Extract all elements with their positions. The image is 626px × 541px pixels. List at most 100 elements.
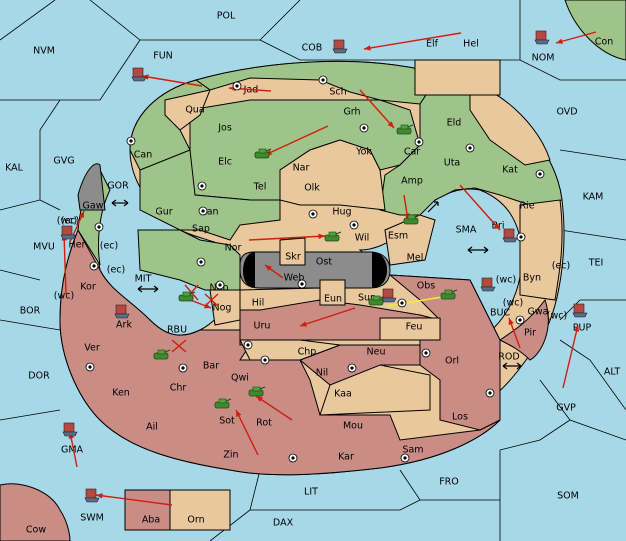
province-label-zin[interactable]: Zin (223, 450, 238, 461)
sea-label-nvm[interactable]: NVM (33, 46, 55, 57)
sea-label-gvp[interactable]: GVP (556, 403, 576, 414)
sea-label-rbu[interactable]: RBU (167, 325, 187, 336)
province-label-car[interactable]: Car (404, 147, 420, 158)
province-label-tel[interactable]: Tel (253, 182, 267, 193)
fleet-unit-icon[interactable] (502, 228, 518, 243)
army-unit-icon[interactable] (153, 349, 171, 360)
province-label-pup[interactable]: PUP (573, 323, 592, 334)
province-label-esm[interactable]: Esm (388, 231, 408, 242)
province-label-gma[interactable]: GMA (61, 445, 84, 456)
army-unit-icon[interactable] (396, 124, 414, 135)
province-label-kat[interactable]: Kat (502, 165, 518, 176)
sea-label-fun[interactable]: FUN (153, 51, 173, 62)
sea-label-dor[interactable]: DOR (28, 371, 50, 382)
sea-label-gor[interactable]: GOR (107, 181, 129, 192)
province-label-kar[interactable]: Kar (338, 452, 354, 463)
sea-label-tei[interactable]: TEI (588, 258, 604, 269)
province-label-chr[interactable]: Chr (170, 383, 187, 394)
sea-label-pol[interactable]: POL (217, 11, 236, 22)
fleet-unit-icon[interactable] (572, 303, 588, 318)
army-unit-icon[interactable] (403, 214, 421, 225)
province-label-byn[interactable]: Byn (523, 273, 541, 284)
province-label-ark[interactable]: Ark (116, 320, 132, 331)
province-label-can[interactable]: Can (134, 150, 152, 161)
province-label-skr[interactable]: Skr (285, 252, 301, 263)
province-label-her[interactable]: Her (69, 240, 86, 251)
province-label-mou[interactable]: Mou (343, 421, 363, 432)
province-label-rie[interactable]: Rie (519, 201, 534, 212)
province-label-sun[interactable]: Sun (358, 293, 376, 304)
province-label-mel[interactable]: Mel (407, 253, 424, 264)
sea-label-nom[interactable]: NOM (532, 53, 555, 64)
sea-label-sma[interactable]: SMA (456, 225, 477, 236)
fleet-unit-icon[interactable] (84, 488, 100, 503)
sea-label-fro[interactable]: FRO (439, 477, 459, 488)
sea-label-som[interactable]: SOM (557, 491, 579, 502)
army-unit-icon[interactable] (178, 291, 196, 302)
province-label-hil[interactable]: Hil (252, 298, 264, 309)
sea-label-alt[interactable]: ALT (604, 367, 620, 378)
province-label-jos[interactable]: Jos (217, 123, 232, 134)
province-label-amp[interactable]: Amp (401, 176, 423, 187)
province-label-sch[interactable]: Sch (329, 87, 346, 98)
sea-label-mvu[interactable]: MVU (33, 242, 55, 253)
sea-label-kal[interactable]: KAL (5, 163, 24, 174)
province-label-hel[interactable]: Hel (463, 39, 479, 50)
province-label-nog[interactable]: Nog (213, 303, 232, 314)
sea-label-lit[interactable]: LIT (304, 487, 318, 498)
province-label-sam[interactable]: Sam (402, 445, 423, 456)
army-unit-icon[interactable] (324, 231, 342, 242)
province-label-ken[interactable]: Ken (112, 388, 130, 399)
province-label-eld[interactable]: Eld (447, 118, 462, 129)
fleet-unit-icon[interactable] (62, 422, 78, 437)
province-label-elc[interactable]: Elc (218, 157, 232, 168)
sea-label-gvg[interactable]: GVG (53, 156, 74, 167)
sea-label-rod[interactable]: ROD (498, 352, 519, 363)
fleet-unit-icon[interactable] (60, 225, 76, 240)
province-label-nil[interactable]: Nil (316, 368, 328, 379)
province-label-qwi[interactable]: Qwi (231, 373, 249, 384)
province-label-bar[interactable]: Bar (203, 361, 219, 372)
province-label-grh[interactable]: Grh (343, 107, 360, 118)
sea-label-swm[interactable]: SWM (80, 513, 104, 524)
province-label-gaw[interactable]: Gaw (83, 201, 104, 212)
province-label-pir[interactable]: Pir (524, 328, 536, 339)
province-label-elf[interactable]: Elf (426, 39, 439, 50)
army-unit-icon[interactable] (254, 148, 272, 159)
province-label-feu[interactable]: Feu (406, 322, 423, 333)
province-label-gur[interactable]: Gur (155, 207, 172, 218)
fleet-unit-icon[interactable] (534, 30, 550, 45)
province-label-olk[interactable]: Olk (304, 183, 320, 194)
province-label-los[interactable]: Los (452, 412, 468, 423)
province-label-aba[interactable]: Aba (142, 515, 160, 526)
army-unit-icon[interactable] (214, 398, 232, 409)
province-label-rot[interactable]: Rot (256, 418, 272, 429)
fleet-unit-icon[interactable] (131, 67, 147, 82)
province-label-web[interactable]: Web (284, 273, 305, 284)
province-label-yok[interactable]: Yok (355, 147, 372, 158)
army-unit-icon[interactable] (440, 289, 458, 300)
sea-label-ovd[interactable]: OVD (556, 107, 577, 118)
province-label-ost[interactable]: Ost (316, 257, 332, 268)
province-label-obs[interactable]: Obs (417, 281, 436, 292)
province-label-orn[interactable]: Orn (187, 515, 204, 526)
province-label-orl[interactable]: Orl (445, 356, 459, 367)
province-label-neu[interactable]: Neu (367, 347, 386, 358)
army-unit-icon[interactable] (368, 295, 386, 306)
province-label-cow[interactable]: Cow (26, 525, 46, 536)
fleet-unit-icon[interactable] (332, 39, 348, 54)
province-label-qua[interactable]: Qua (185, 105, 204, 116)
province-label-hug[interactable]: Hug (332, 207, 351, 218)
province-label-sot[interactable]: Sot (219, 416, 235, 427)
province-label-uru[interactable]: Uru (254, 321, 271, 332)
sea-label-mit[interactable]: MIT (135, 274, 152, 285)
province-label-ver[interactable]: Ver (84, 343, 100, 354)
fleet-unit-icon[interactable] (114, 304, 130, 319)
province-label-uta[interactable]: Uta (444, 158, 461, 169)
province-label-sap[interactable]: Sap (192, 224, 210, 235)
province-label-wil[interactable]: Wil (355, 233, 369, 244)
province-label-kor[interactable]: Kor (80, 282, 96, 293)
sea-label-kam[interactable]: KAM (583, 192, 604, 203)
province-label-ail[interactable]: Ail (146, 422, 158, 433)
